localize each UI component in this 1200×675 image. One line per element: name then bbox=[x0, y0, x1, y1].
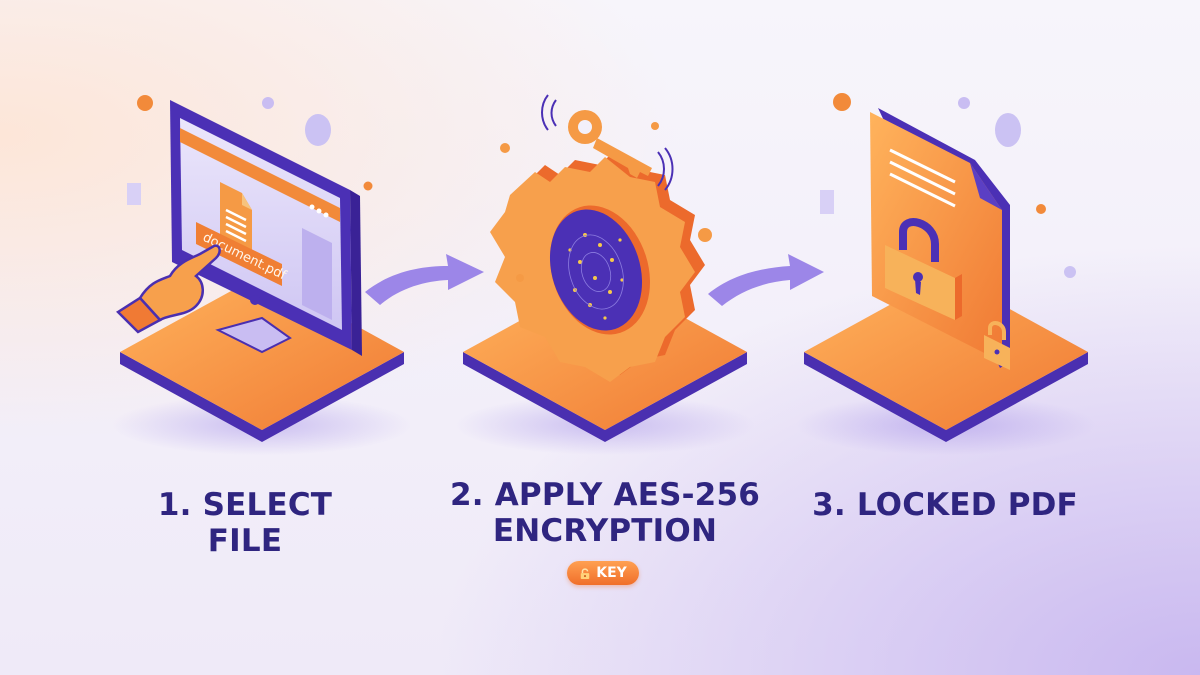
decor-dot bbox=[698, 228, 712, 242]
padlock-icon bbox=[885, 218, 962, 320]
platform bbox=[804, 274, 1088, 442]
step-2-illustration bbox=[455, 94, 755, 455]
decor-dot bbox=[137, 95, 153, 111]
lock-icon bbox=[580, 567, 590, 579]
step-2-label-line2: ENCRYPTION bbox=[492, 513, 718, 549]
arrow-step2-to-step3 bbox=[708, 254, 824, 306]
decor-dot bbox=[651, 122, 659, 130]
locked-document-icon bbox=[870, 108, 1010, 370]
step-2-label: 2. APPLY AES-256 ENCRYPTION bbox=[440, 477, 770, 549]
monitor-icon: document.pdf bbox=[170, 100, 362, 356]
file-icon bbox=[220, 182, 252, 255]
small-padlock-icon bbox=[984, 321, 1010, 370]
key-badge: KEY bbox=[567, 561, 639, 585]
decor-dot bbox=[995, 113, 1021, 147]
decor-dot bbox=[833, 93, 851, 111]
decor-square bbox=[820, 190, 834, 214]
step-2-label-line1: 2. APPLY AES-256 bbox=[449, 477, 760, 513]
key-badge-text: KEY bbox=[596, 565, 627, 581]
decor-dot bbox=[262, 97, 274, 109]
step-1-illustration: document.pdf bbox=[112, 95, 412, 455]
decor-dot bbox=[958, 97, 970, 109]
decor-dot bbox=[305, 114, 331, 146]
step-3-label: 3. LOCKED PDF bbox=[812, 487, 1078, 523]
step-3-illustration bbox=[796, 93, 1096, 455]
decor-dot bbox=[1036, 204, 1046, 214]
decor-square bbox=[127, 183, 141, 205]
pointing-hand-icon bbox=[116, 244, 221, 334]
decor-dot bbox=[1064, 266, 1076, 278]
decor-dot bbox=[516, 274, 524, 282]
gear-icon bbox=[490, 150, 705, 382]
decor-dot bbox=[500, 143, 510, 153]
key-icon bbox=[541, 94, 674, 191]
step-1-label: 1. SELECT FILE bbox=[157, 487, 333, 559]
decor-dot bbox=[363, 181, 373, 191]
arrow-step1-to-step2 bbox=[365, 254, 484, 305]
